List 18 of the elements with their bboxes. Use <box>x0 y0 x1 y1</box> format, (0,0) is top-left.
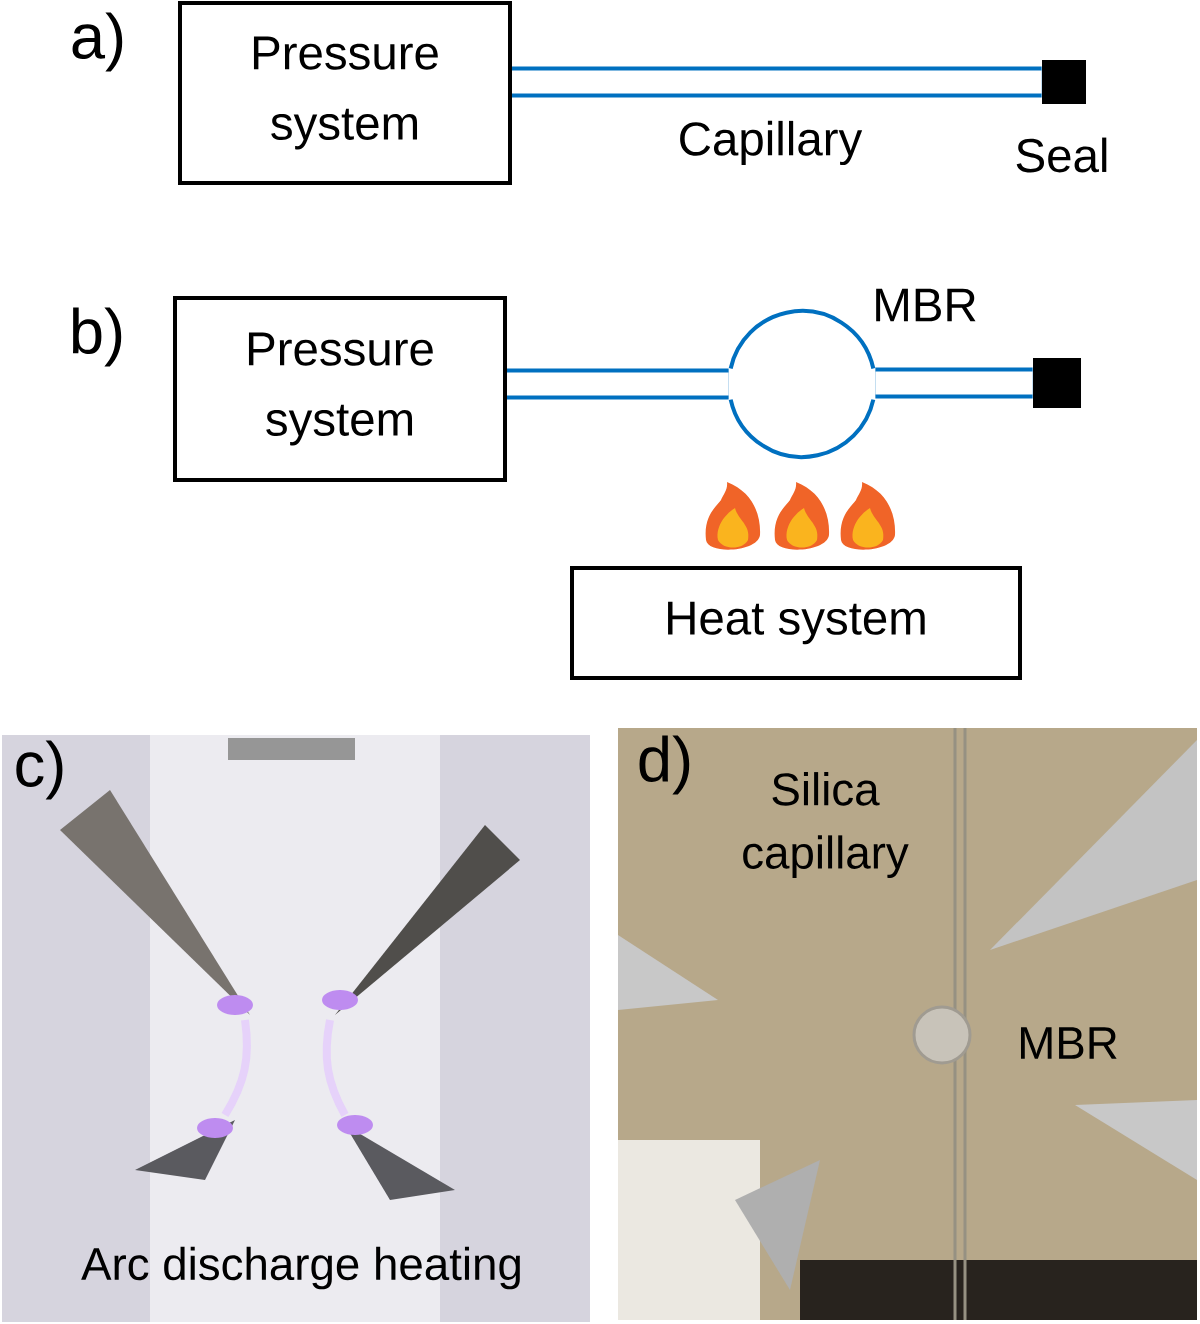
panel-label: c) <box>16 740 63 800</box>
part-label: MBR <box>876 288 976 322</box>
process-box: Heat system <box>570 566 1022 680</box>
photo-caption: Arc discharge heating <box>81 1246 520 1290</box>
photo-caption: Silica capillary <box>743 772 909 878</box>
panel-label: a) <box>72 12 123 72</box>
panel-label: d) <box>639 735 690 795</box>
panel-label: b) <box>72 307 122 367</box>
edge-label: Capillary <box>671 115 869 171</box>
photo-caption: MBR <box>1021 1027 1117 1059</box>
seal-block <box>1042 60 1086 104</box>
capillary-line <box>507 368 729 400</box>
part-label: Seal <box>1016 137 1107 173</box>
process-box: Pressure system <box>173 296 507 482</box>
capillary-line <box>512 66 1042 98</box>
seal-block <box>1033 358 1081 408</box>
process-box: Pressure system <box>178 1 512 185</box>
capillary-line <box>875 367 1033 399</box>
